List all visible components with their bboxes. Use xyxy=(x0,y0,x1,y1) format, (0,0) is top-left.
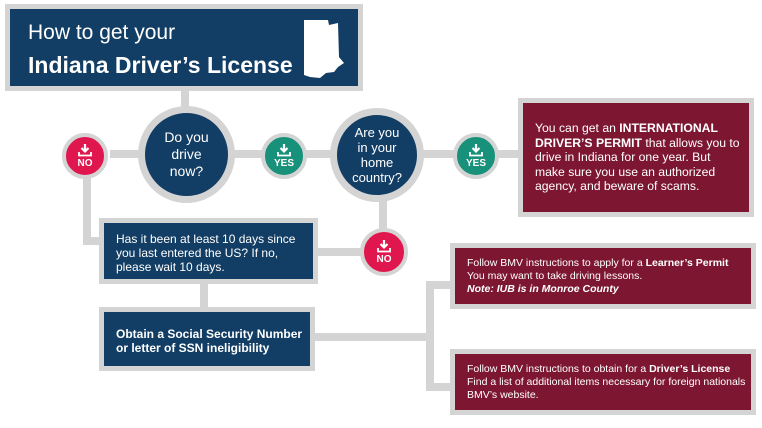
title-line-1: How to get your xyxy=(28,21,176,44)
connector xyxy=(426,281,452,289)
connector xyxy=(379,196,387,234)
download-arrow-icon xyxy=(78,144,92,157)
learners-permit-text: Follow BMV instructions to apply for a L… xyxy=(467,257,729,295)
connector xyxy=(497,150,521,158)
title-line-2: Indiana Driver’s License xyxy=(28,52,293,78)
question-home-country: Are you in your home country? xyxy=(330,108,424,202)
download-arrow-icon xyxy=(469,144,483,157)
connector xyxy=(312,333,428,341)
question-text: Do you drive now? xyxy=(164,129,209,179)
connector xyxy=(181,88,189,112)
connector xyxy=(304,150,338,158)
connector xyxy=(426,383,452,391)
international-permit-box: You can get an INTERNATIONAL DRIVER’S PE… xyxy=(518,98,754,217)
connector xyxy=(226,150,266,158)
ten-days-box: Has it been at least 10 days since you l… xyxy=(99,218,318,284)
no-badge: NO xyxy=(62,133,108,179)
connector xyxy=(83,177,91,241)
connector xyxy=(416,150,458,158)
ten-days-text: Has it been at least 10 days since you l… xyxy=(116,232,296,274)
connector xyxy=(316,248,362,256)
international-permit-text: You can get an INTERNATIONAL DRIVER’S PE… xyxy=(535,121,740,193)
yes-badge: YES xyxy=(453,133,499,179)
title-box: How to get your Indiana Driver’s License xyxy=(5,4,363,91)
question-drive-now: Do you drive now? xyxy=(138,106,235,203)
connector xyxy=(426,281,434,391)
no-badge: NO xyxy=(360,228,408,276)
drivers-license-text: Follow BMV instructions to obtain for a … xyxy=(467,363,746,401)
connector xyxy=(200,282,208,310)
question-text: Are you in your home country? xyxy=(352,125,402,185)
download-arrow-icon xyxy=(377,240,391,253)
connector xyxy=(83,237,101,245)
connector xyxy=(110,150,150,158)
yes-badge: YES xyxy=(261,133,307,179)
learners-permit-box: Follow BMV instructions to apply for a L… xyxy=(450,243,756,309)
download-arrow-icon xyxy=(277,144,291,157)
drivers-license-box: Follow BMV instructions to obtain for a … xyxy=(450,349,756,415)
ssn-text: Obtain a Social Security Number or lette… xyxy=(116,327,303,355)
ssn-box: Obtain a Social Security Number or lette… xyxy=(99,307,315,371)
indiana-state-icon xyxy=(304,20,344,78)
